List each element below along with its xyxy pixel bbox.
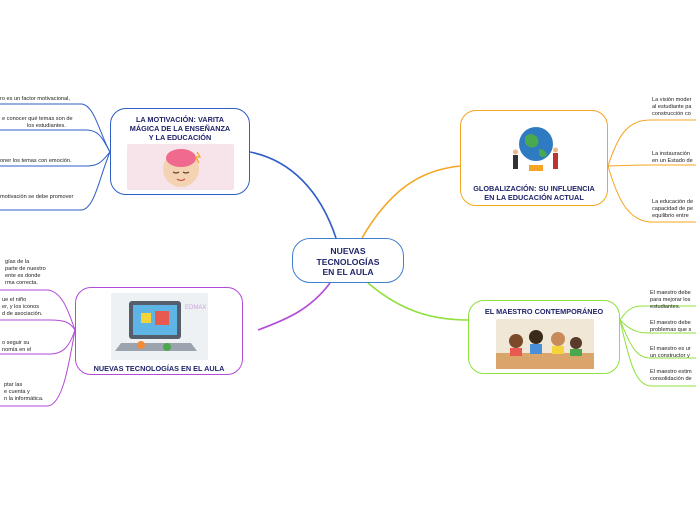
globalizacion-leaf-2[interactable]: La instauración en un Estado de [652,151,693,164]
brain-illustration-image [127,144,234,190]
link-mae-leaf-2 [619,319,696,334]
nuevas-leaf-1[interactable]: gías de la parte de nuestro ente es dond… [5,259,46,286]
motivacion-title-line-2: MÁGICA DE LA ENSEÑANZA [129,124,231,133]
globalizacion-title-line-2: EN LA EDUCACIÓN ACTUAL [484,193,584,202]
svg-text:EDMAX: EDMAX [185,305,206,311]
link-globalizacion [361,165,461,239]
motivacion-leaf-3[interactable]: oner los temas con emoción. [0,158,72,164]
maestro-leaf-3[interactable]: El maestro es ur un constructor y [650,346,691,359]
nuevas-leaf-4[interactable]: ptar las e cuenta y n la informática. [4,382,44,402]
motivacion-leaf-1[interactable]: ro es un factor motivacional, [0,96,70,102]
link-mot-leaf-2 [0,129,111,153]
maestro-leaf-1[interactable]: El maestro debe para mejorar los estudia… [650,290,691,310]
maestro-title: EL MAESTRO CONTEMPORÁNEO [484,307,604,316]
link-maestro [367,282,469,321]
teacher-kids-image [496,319,594,369]
globe-people-image [509,117,563,175]
central-topic-line-1: NUEVAS [330,246,366,256]
link-mot-leaf-3 [0,151,111,167]
maestro-leaf-4[interactable]: El maestro estim consolidación de [650,369,692,382]
globalizacion-leaf-1[interactable]: La visión moder al estudiante pa constru… [652,97,692,117]
maestro-leaf-2[interactable]: El maestro debe problemas que s [650,320,692,333]
central-topic-line-3: EN EL AULA [322,267,374,277]
nuevas-leaf-2[interactable]: ue el niño er, y los iconos d de asociac… [2,297,43,317]
link-glo-leaf-1 [607,119,696,167]
link-nue-leaf-1 [0,289,76,331]
link-mot-leaf-4 [0,151,111,211]
link-mae-leaf-3 [619,319,696,359]
link-glo-leaf-3 [607,165,696,223]
topic-globalizacion[interactable]: GLOBALIZACIÓN: SU INFLUENCIA EN LA EDUCA… [460,110,608,206]
motivacion-leaf-4[interactable]: motivación se debe promover [0,194,74,200]
link-nue-leaf-2 [0,319,76,331]
motivacion-title-line-3: Y LA EDUCACIÓN [148,133,212,142]
globalizacion-leaf-3[interactable]: La educación de capacidad de pe equilibr… [652,199,694,219]
topic-nuevas-tecnologias[interactable]: EDMAX NUEVAS TECNOLOGÍAS EN EL AULA [75,287,243,375]
link-nue-leaf-4 [0,329,76,407]
link-glo-leaf-2 [607,164,696,167]
nuevas-title: NUEVAS TECNOLOGÍAS EN EL AULA [93,364,225,373]
link-mae-leaf-4 [619,319,696,387]
topic-motivacion[interactable]: LA MOTIVACIÓN: VARITA MÁGICA DE LA ENSEÑ… [110,108,250,195]
tablet-classroom-image: EDMAX [111,293,208,360]
motivacion-leaf-2[interactable]: e conocer qué temas son de los estudiant… [2,116,73,129]
globalizacion-title-line-1: GLOBALIZACIÓN: SU INFLUENCIA [473,184,595,193]
link-nue-leaf-3 [0,329,76,355]
motivacion-title-line-1: LA MOTIVACIÓN: VARITA [135,115,225,124]
link-mae-leaf-1 [619,305,696,321]
central-topic-line-2: TECNOLOGÍAS [316,256,380,267]
link-motivacion [249,151,337,239]
topic-maestro[interactable]: EL MAESTRO CONTEMPORÁNEO [468,300,620,374]
central-topic[interactable]: NUEVAS TECNOLOGÍAS EN EL AULA [292,238,404,283]
nuevas-leaf-3[interactable]: o seguir su nomía en el [2,340,32,353]
link-nuevas [257,282,331,331]
